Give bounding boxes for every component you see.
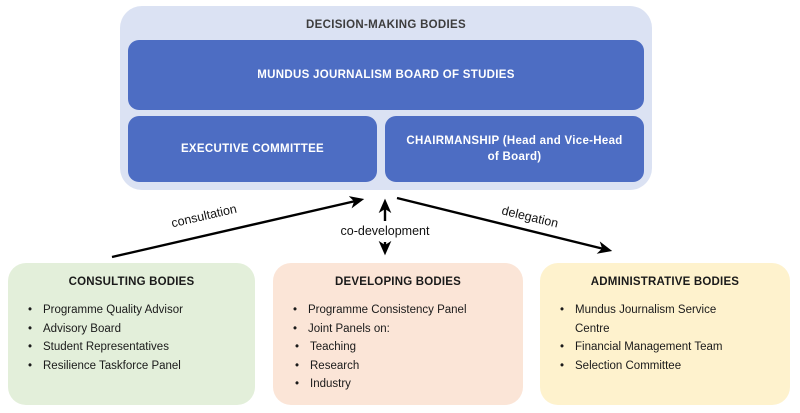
list-item-label: Selection Committee bbox=[575, 359, 682, 372]
list-item: • Resilience Taskforce Panel bbox=[28, 357, 245, 376]
bullet-icon: • bbox=[295, 341, 300, 353]
consultation-arrow-label: consultation bbox=[169, 201, 239, 231]
bullet-icon: • bbox=[293, 322, 298, 335]
list-item: • Programme Quality Advisor bbox=[28, 301, 245, 320]
delegation-arrow-label: delegation bbox=[500, 203, 560, 231]
bullet-icon: • bbox=[560, 304, 565, 316]
list-item: • Programme Consistency Panel bbox=[293, 301, 513, 320]
administrative-bodies-box: ADMINISTRATIVE BODIES • Mundus Journalism… bbox=[540, 263, 790, 405]
sub-list-item-label: Teaching bbox=[310, 341, 357, 353]
board-of-studies-label: MUNDUS JOURNALISM BOARD OF STUDIES bbox=[257, 68, 515, 81]
consulting-bodies-title: CONSULTING BODIES bbox=[68, 276, 195, 288]
sub-list-item: • Industry bbox=[295, 375, 523, 394]
list-item-label: Student Representatives bbox=[43, 341, 169, 353]
sub-list-item: • Research bbox=[295, 357, 523, 376]
consulting-bodies-list: • Programme Quality Advisor • Advisory Boa… bbox=[8, 301, 255, 375]
bullet-icon: • bbox=[28, 304, 33, 316]
chairmanship-box: CHAIRMANSHIP (Head and Vice-Head of Boar… bbox=[385, 116, 644, 182]
list-item-label: Programme Consistency Panel bbox=[308, 304, 467, 316]
list-item: • Mundus Journalism Service Centre bbox=[560, 301, 780, 338]
list-item-label: Programme Quality Advisor bbox=[43, 304, 183, 316]
list-item: • Financial Management Team bbox=[560, 338, 780, 357]
decision-group-title: DECISION-MAKING BODIES bbox=[306, 19, 466, 31]
list-item-label: Resilience Taskforce Panel bbox=[43, 359, 181, 372]
list-item-label: Mundus Journalism Service Centre bbox=[575, 304, 717, 335]
sub-list-item-label: Industry bbox=[310, 378, 351, 390]
list-item: • Advisory Board bbox=[28, 320, 245, 339]
bullet-icon: • bbox=[28, 322, 33, 335]
joint-panels-sublist: • Teaching • Research • Industry bbox=[273, 338, 523, 394]
bullet-icon: • bbox=[560, 341, 565, 353]
decision-making-bodies-group: DECISION-MAKING BODIES MUNDUS JOURNALISM… bbox=[120, 6, 652, 190]
administrative-bodies-list: • Mundus Journalism Service Centre • Finan… bbox=[540, 301, 790, 375]
executive-committee-box: EXECUTIVE COMMITTEE bbox=[128, 116, 377, 182]
sub-list-item: • Teaching bbox=[295, 338, 523, 357]
consulting-bodies-box: CONSULTING BODIES • Programme Quality Adv… bbox=[8, 263, 255, 405]
developing-bodies-title: DEVELOPING BODIES bbox=[334, 276, 462, 288]
list-item: • Student Representatives bbox=[28, 338, 245, 357]
list-item: • Joint Panels on: bbox=[293, 320, 513, 339]
bullet-icon: • bbox=[295, 359, 300, 372]
list-item-label: Financial Management Team bbox=[575, 341, 723, 353]
executive-committee-label: EXECUTIVE COMMITTEE bbox=[180, 142, 325, 155]
developing-bodies-box: DEVELOPING BODIES • Programme Consistency… bbox=[273, 263, 523, 405]
list-item-label: Advisory Board bbox=[43, 322, 121, 335]
chairmanship-label: CHAIRMANSHIP (Head and Vice-Head of Boar… bbox=[406, 134, 623, 163]
developing-bodies-list: • Programme Consistency Panel • Joint Pane… bbox=[273, 301, 523, 338]
sub-list-item-label: Research bbox=[310, 359, 360, 372]
list-item: • Selection Committee bbox=[560, 357, 780, 376]
list-item-label: Joint Panels on: bbox=[308, 322, 390, 335]
bullet-icon: • bbox=[28, 359, 33, 372]
bullet-icon: • bbox=[295, 378, 300, 390]
co-development-arrow-label: co-development bbox=[340, 224, 430, 238]
administrative-bodies-title: ADMINISTRATIVE BODIES bbox=[590, 276, 740, 288]
bullet-icon: • bbox=[28, 341, 33, 353]
board-of-studies-box: MUNDUS JOURNALISM BOARD OF STUDIES bbox=[128, 40, 644, 110]
bullet-icon: • bbox=[293, 304, 298, 316]
bullet-icon: • bbox=[560, 359, 565, 372]
